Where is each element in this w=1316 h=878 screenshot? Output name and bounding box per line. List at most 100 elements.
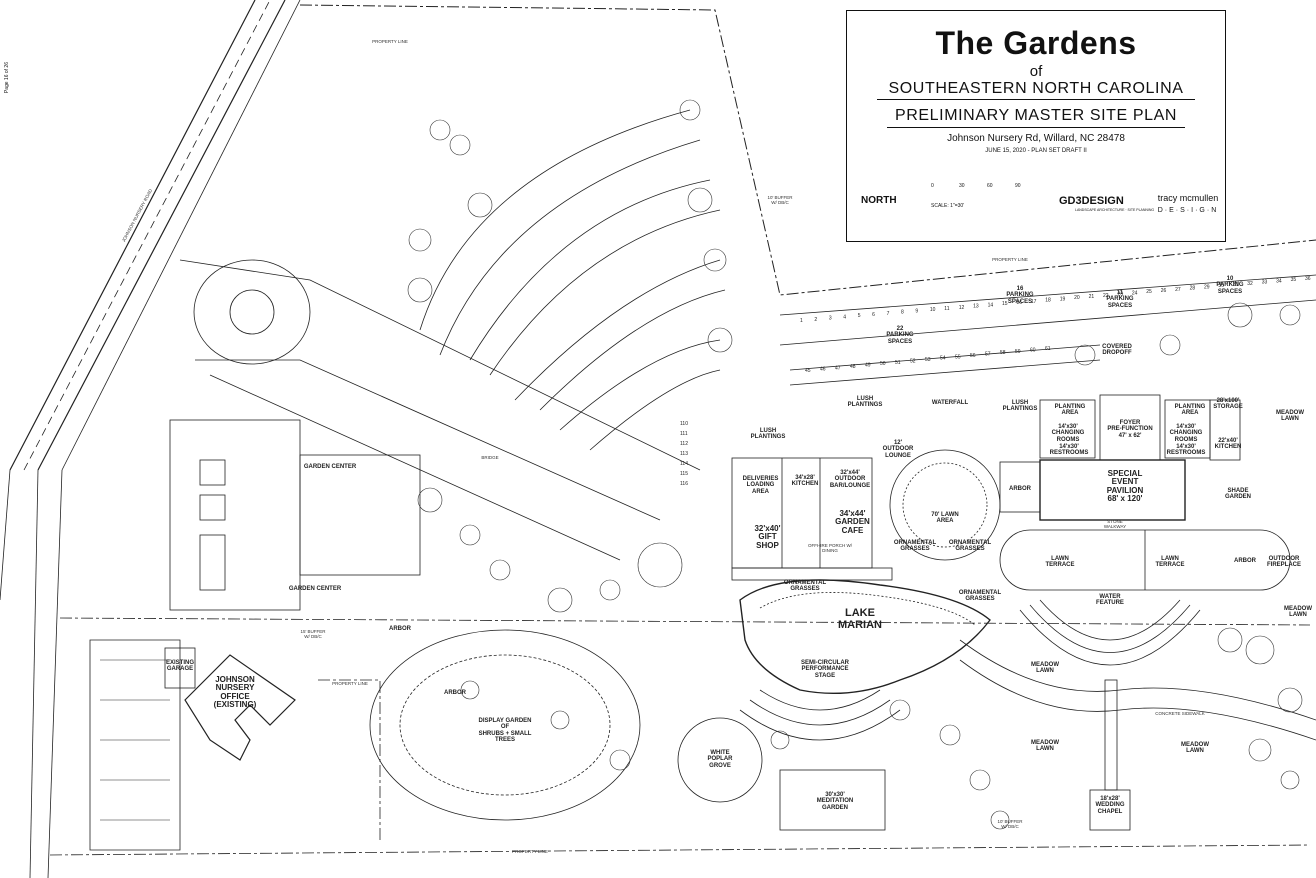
parking-stall-number: 24 <box>1132 290 1138 296</box>
parking-stall-number: 3 <box>829 316 832 322</box>
amphitheater-label: SEMI-CIRCULAR PERFORMANCE STAGE <box>801 660 849 679</box>
property-line <box>49 844 1311 856</box>
parking-stall-number: 54 <box>940 356 946 362</box>
parking-row <box>559 339 721 431</box>
parking-stall-number: 25 <box>1146 289 1152 295</box>
road-edge <box>47 469 63 878</box>
buffer-label: 15' BUFFER W/ DB/C <box>300 629 326 639</box>
roundabout <box>193 259 311 365</box>
firm-gd3-sub: LANDSCAPE ARCHITECTURE · SITE PLANNING <box>1075 208 1155 212</box>
parking-stall-number: 58 <box>1000 350 1006 356</box>
wedding-chapel-label: 18'x28' WEDDING CHAPEL <box>1095 796 1125 815</box>
parking-spaces-label: 11 PARKING SPACES <box>1106 290 1134 309</box>
plan-date: JUNE 15, 2020 - PLAN SET DRAFT II <box>985 148 1087 154</box>
plan-subtitle: SOUTHEASTERN NORTH CAROLINA <box>877 80 1195 100</box>
white-poplar-label: WHITE POPLAR GROVE <box>707 750 733 769</box>
sidewalk-label: CONCRETE SIDEWALK <box>1155 711 1205 716</box>
buffer-label: 10' BUFFER W/ DB/C <box>997 819 1023 829</box>
changing-rooms-label: 14'x30' CHANGING ROOMS <box>1051 424 1085 443</box>
scale-tick: 0 <box>931 183 934 189</box>
meadow-lawn-label: MEADOW LAWN <box>1181 742 1209 755</box>
entry-drive <box>179 259 701 471</box>
meditation-garden <box>779 769 886 831</box>
firm-tm-sub: D·E·S·I·G·N <box>1157 207 1219 214</box>
outdoor-lounge-label: 12' OUTDOOR LOUNGE <box>882 440 914 459</box>
parking-stall-number: 22 <box>1103 293 1109 299</box>
arbor-label: ARBOR <box>1009 486 1031 492</box>
parking-stall-number: 32 <box>1247 281 1253 287</box>
outdoor-bar-label: 32'x44' OUTDOOR BAR/LOUNGE <box>829 470 871 489</box>
ornamental-grasses-label: ORNAMENTAL GRASSES <box>958 590 1002 603</box>
existing-garage-label: EXISTING GARAGE <box>165 660 194 673</box>
shade-garden-label: SHADE GARDEN <box>1224 488 1251 501</box>
parking-stall-number: 61 <box>1045 346 1051 352</box>
planting-area-label: PLANTING AREA <box>1174 404 1206 417</box>
waterfall-label: WATERFALL <box>931 400 969 406</box>
ornamental-grasses-label: ORNAMENTAL GRASSES <box>893 540 937 553</box>
parking-stall-number: 12 <box>959 305 965 311</box>
pavilion-foyer <box>1099 394 1161 461</box>
cafe-porch <box>731 567 893 581</box>
garden-center-label: GARDEN CENTER <box>303 464 357 470</box>
amphitheater <box>749 699 891 726</box>
meander-path <box>959 639 1316 721</box>
road-edge <box>37 0 286 471</box>
parking-row-right <box>779 299 1316 346</box>
terrace-arcs <box>1019 609 1201 666</box>
lake-label: LAKE MARIAN <box>838 607 882 631</box>
terrace-arcs <box>1029 604 1191 653</box>
property-line-label: PROPERTY LINE <box>332 681 368 686</box>
lush-plantings-label: LUSH PLANTINGS <box>1002 400 1038 413</box>
arbor-label: ARBOR <box>1234 558 1256 564</box>
kitchen-label: 34'x28' KITCHEN <box>791 475 819 488</box>
existing-garage <box>164 647 196 689</box>
bridge-label: BRIDGE <box>481 455 499 460</box>
parking-spaces-label: 10 PARKING SPACES <box>1216 276 1244 295</box>
road-edge <box>9 0 256 471</box>
outdoor-fireplace-label: OUTDOOR FIREPLACE <box>1266 556 1301 569</box>
parking-stall-number: 26 <box>1161 288 1167 294</box>
garden-center-bed <box>199 534 226 591</box>
parking-stall-number: 20 <box>1074 295 1080 301</box>
parking-stall-number: 57 <box>985 352 991 358</box>
parking-row <box>514 259 721 401</box>
parking-stall-number: 48 <box>850 364 856 370</box>
parking-stall-number: 14 <box>988 302 994 308</box>
display-garden-label: DISPLAY GARDEN OF SHRUBS + SMALL TREES <box>478 718 532 743</box>
parking-stall-number: 23 <box>1117 292 1123 298</box>
changing-rooms-label: 14'x30' CHANGING ROOMS <box>1169 424 1203 443</box>
parking-stall-number: 16 <box>1016 300 1022 306</box>
garden-cafe-label: 34'x44' GARDEN CAFE <box>835 509 870 535</box>
parking-stall-number: 19 <box>1060 296 1066 302</box>
plan-title: The Gardens <box>935 25 1137 61</box>
plan-address: Johnson Nursery Rd, Willard, NC 28478 <box>947 133 1125 144</box>
amphitheater <box>739 709 901 741</box>
lush-plantings-label: LUSH PLANTINGS <box>750 428 786 441</box>
parking-stall-number: 29 <box>1204 284 1210 290</box>
pavilion-storage <box>1209 399 1241 461</box>
lake-outline <box>739 579 991 695</box>
nursery-office <box>184 654 296 761</box>
arbor-label: ARBOR <box>389 626 411 632</box>
gift-shop-label: 32'x40' GIFT SHOP <box>754 524 781 550</box>
firm-tm-name: tracy mcmullen <box>1157 193 1219 203</box>
lawn-terrace-label: LAWN TERRACE <box>1045 556 1075 569</box>
parking-stall-number: 111 <box>680 431 688 437</box>
title-block: The Gardens of SOUTHEASTERN NORTH CAROLI… <box>846 10 1226 242</box>
parking-stall-number: 35 <box>1291 277 1297 283</box>
tree-canopies <box>407 99 1303 830</box>
scale-tick: 30 <box>959 183 965 189</box>
parking-stall-number: 18 <box>1045 298 1051 304</box>
firm-gd3-name: GD3DESIGN <box>1059 195 1124 207</box>
parking-row-right <box>789 344 1101 371</box>
amphitheater <box>759 689 881 711</box>
parking-stall-number: 2 <box>814 317 817 323</box>
meadow-lawn-label: MEADOW LAWN <box>1284 606 1312 619</box>
parking-stall-number: 46 <box>820 367 826 373</box>
garden-center <box>169 419 301 611</box>
terrace-arcs <box>1039 599 1181 641</box>
lawn-terrace-label: LAWN TERRACE <box>1155 556 1185 569</box>
display-garden-path <box>399 654 611 796</box>
chapel-walk <box>1104 679 1118 791</box>
lawn-area-label: 70' LAWN AREA <box>931 512 959 525</box>
